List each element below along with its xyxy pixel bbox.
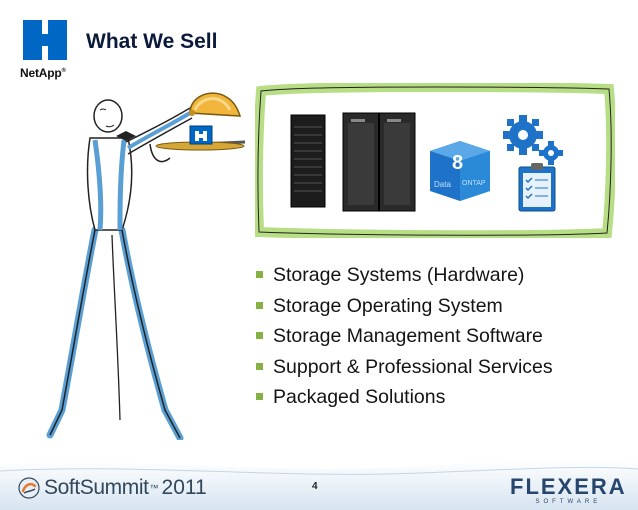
- bullet-marker: [256, 362, 263, 370]
- gears-icon: [503, 115, 563, 165]
- offerings-list: Storage Systems (Hardware) Storage Opera…: [256, 262, 553, 415]
- product-images-frame: 8 Data ONTAP: [255, 83, 615, 238]
- netapp-logo-text: NetApp: [20, 66, 62, 80]
- list-item: Storage Operating System: [256, 293, 553, 324]
- event-tm: ™: [149, 483, 159, 493]
- netapp-logo-icon: [23, 20, 67, 60]
- slide-title: What We Sell: [86, 30, 218, 53]
- bullet-marker: [256, 332, 263, 339]
- softsummit-swirl-icon: [18, 477, 40, 499]
- bullet-marker: [256, 271, 263, 278]
- list-item: Storage Systems (Hardware): [256, 262, 553, 293]
- ontap-version: 8: [452, 152, 463, 174]
- event-name: SoftSummit: [44, 476, 149, 499]
- list-item: Packaged Solutions: [256, 384, 553, 415]
- page-number: 4: [312, 481, 318, 492]
- bullet-marker: [256, 301, 263, 309]
- footer-decoration: [0, 460, 638, 510]
- sponsor-subtitle: SOFTWARE: [535, 499, 602, 505]
- flexera-logo: FLEXERA SOFTWARE: [510, 474, 627, 506]
- data-ontap-cube-icon: 8 Data ONTAP: [430, 141, 490, 201]
- event-year: 2011: [161, 476, 207, 499]
- clipboard-checklist-icon: [518, 163, 556, 212]
- waiter-illustration: [46, 92, 246, 440]
- list-item: Support & Professional Services: [256, 354, 553, 385]
- ontap-word-data: Data: [434, 180, 451, 189]
- netapp-logo-tm: ®: [61, 68, 66, 74]
- sponsor-name: FLEXERA: [510, 474, 627, 499]
- storage-rack-icon: [290, 114, 326, 208]
- ontap-word-ontap: ONTAP: [462, 180, 486, 187]
- list-item: Storage Management Software: [256, 323, 553, 354]
- bullet-marker: [256, 393, 263, 400]
- storage-cabinet-icon: [342, 112, 416, 212]
- netapp-logo: NetApp®: [20, 20, 70, 80]
